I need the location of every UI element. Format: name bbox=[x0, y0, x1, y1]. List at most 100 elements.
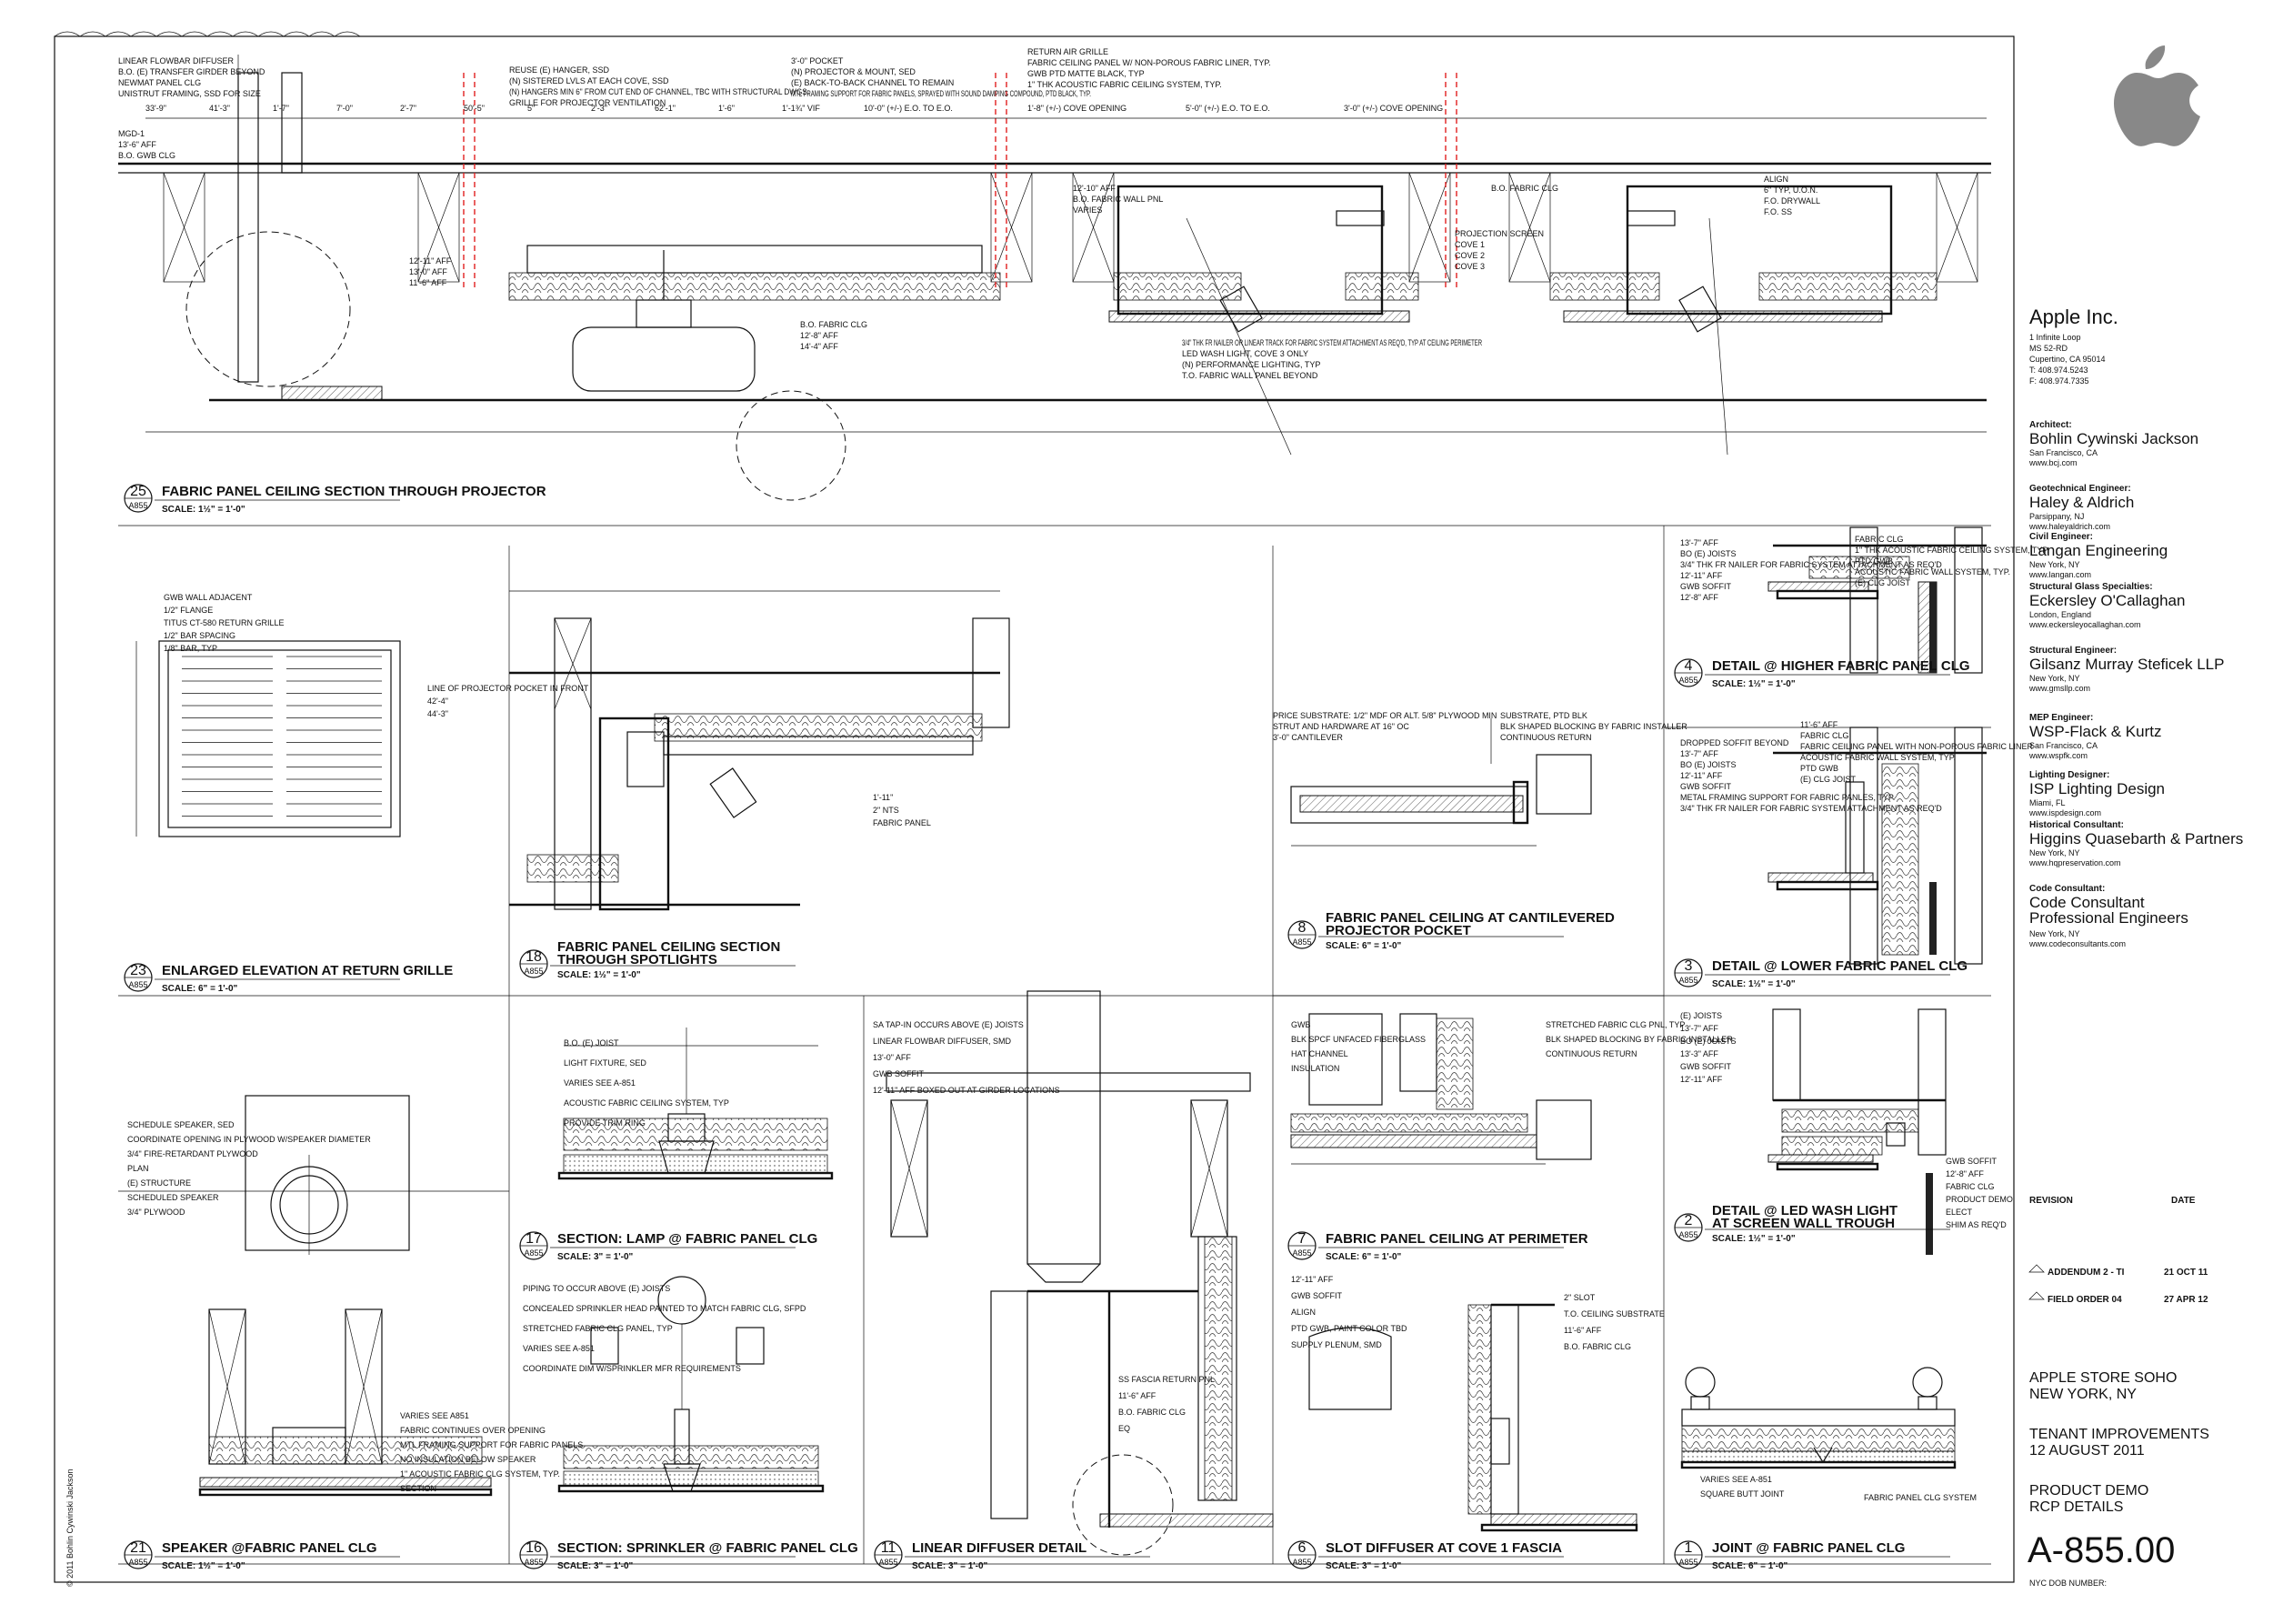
detail-sheet-ref: A855 bbox=[524, 1248, 543, 1258]
detail-title-text: JOINT @ FABRIC PANEL CLG bbox=[1712, 1540, 1905, 1556]
note-label: FABRIC CLG bbox=[1946, 1182, 1995, 1191]
note-label: SUBSTRATE, PTD BLK bbox=[1500, 711, 1587, 720]
dimension-label: 5'-0" (+/-) E.O. TO E.O. bbox=[1186, 104, 1270, 113]
note-label: PTD GWB bbox=[1855, 556, 1893, 566]
detail-sheet-ref: A855 bbox=[1678, 676, 1697, 685]
note-label: 14'-4" AFF bbox=[800, 342, 838, 351]
dimension-label: 7'-0" bbox=[336, 104, 353, 113]
sheet-number: A-855.00 bbox=[2028, 1530, 2175, 1570]
detail-title-text: SECTION: SPRINKLER @ FABRIC PANEL CLG bbox=[557, 1540, 858, 1556]
note-label: BO (E) JOISTS bbox=[1680, 1037, 1737, 1046]
note-label: BLK SHAPED BLOCKING BY FABRIC INSTALLER bbox=[1500, 722, 1687, 731]
detail-title-text-line2: AT SCREEN WALL TROUGH bbox=[1712, 1216, 1895, 1231]
note-label: SCHEDULE SPEAKER, SED bbox=[127, 1120, 235, 1129]
consultant-role: Historical Consultant: bbox=[2029, 820, 2124, 830]
note-label: LINE OF PROJECTOR POCKET IN FRONT bbox=[427, 684, 589, 693]
consultant-info: www.gmsllp.com bbox=[2028, 684, 2090, 693]
consultant-firm: Higgins Quasebarth & Partners bbox=[2029, 830, 2243, 847]
detail-16-drawing bbox=[557, 1276, 825, 1493]
detail-title-text: DETAIL @ HIGHER FABRIC PANEL CLG bbox=[1712, 658, 1970, 674]
note-label: ACOUSTIC FABRIC WALL SYSTEM, TYP. bbox=[1800, 753, 1956, 762]
detail-number: 3 bbox=[1685, 958, 1693, 974]
consultant-firm: ISP Lighting Design bbox=[2029, 780, 2165, 797]
detail-scale: SCALE: 3" = 1'-0" bbox=[1326, 1561, 1402, 1571]
note-label: MTL FRAMING SUPPORT FOR FABRIC PANELS bbox=[400, 1440, 583, 1449]
detail-scale: SCALE: 1½" = 1'-0" bbox=[1712, 979, 1796, 989]
note-label: PRODUCT DEMO bbox=[1946, 1195, 2013, 1204]
note-label: 13'-0" AFF bbox=[409, 267, 447, 276]
dimension-label: 1'-6" bbox=[718, 104, 735, 113]
consultant-firm: Gilsanz Murray Steficek LLP bbox=[2029, 656, 2224, 673]
detail-scale: SCALE: 1½" = 1'-0" bbox=[1712, 679, 1796, 689]
client-address-line: F: 408.974.7335 bbox=[2029, 376, 2089, 386]
note-label: 2" SLOT bbox=[1564, 1293, 1596, 1302]
note-label: 13'-7" AFF bbox=[1680, 538, 1718, 547]
detail-number: 21 bbox=[130, 1540, 146, 1556]
consultant-firm: Haley & Aldrich bbox=[2029, 494, 2134, 511]
note-label: FABRIC CLG bbox=[1855, 535, 1904, 544]
detail-title-text: FABRIC PANEL CEILING SECTION bbox=[557, 939, 780, 955]
consultant-role: MEP Engineer: bbox=[2029, 713, 2093, 723]
consultant-info: San Francisco, CA bbox=[2029, 448, 2098, 457]
note-label: SA TAP-IN OCCURS ABOVE (E) JOISTS bbox=[873, 1020, 1024, 1029]
note-label: 12'-8" AFF bbox=[1946, 1169, 1984, 1178]
note-label: 13'-3" AFF bbox=[1680, 1049, 1718, 1058]
note-label: VARIES SEE A-851 bbox=[1700, 1475, 1772, 1484]
phase-name: TENANT IMPROVEMENTS bbox=[2029, 1427, 2209, 1442]
consultant: Historical Consultant:Higgins Quasebarth… bbox=[2028, 820, 2243, 867]
note-label: 1" THK ACOUSTIC FABRIC CEILING SYSTEM, T… bbox=[1027, 80, 1222, 89]
note-label: BO (E) JOISTS bbox=[1680, 760, 1737, 769]
consultant-role: Geotechnical Engineer: bbox=[2029, 484, 2131, 494]
date-label: DATE bbox=[2171, 1196, 2196, 1206]
note-label: 1'-11" bbox=[873, 793, 893, 802]
note-label: GRILLE FOR PROJECTOR VENTILATION bbox=[509, 98, 666, 107]
note-label: B.O. FABRIC CLG bbox=[1118, 1408, 1186, 1417]
detail-title-text: SLOT DIFFUSER AT COVE 1 FASCIA bbox=[1326, 1540, 1562, 1556]
note-label: VARIES SEE A-851 bbox=[564, 1078, 636, 1088]
note-label: 3'-0" CANTILEVER bbox=[1273, 733, 1343, 742]
note-label: B.O. (E) TRANSFER GIRDER BEYOND bbox=[118, 67, 265, 76]
note-label: GWB SOFFIT bbox=[1946, 1157, 1997, 1166]
note-label: PLAN bbox=[127, 1164, 149, 1173]
note-label: VARIES bbox=[1073, 206, 1102, 215]
client-address-line: T: 408.974.5243 bbox=[2029, 366, 2088, 375]
note-label: T.O. CEILING SUBSTRATE bbox=[1564, 1309, 1665, 1318]
note-label: FABRIC CEILING PANEL WITH NON-POROUS FAB… bbox=[1800, 742, 2034, 751]
note-label: ALIGN bbox=[1291, 1308, 1316, 1317]
note-label: ACOUSTIC FABRIC WALL SYSTEM, TYP. bbox=[1855, 567, 2010, 576]
note-label: PIPING TO OCCUR ABOVE (E) JOISTS bbox=[523, 1284, 670, 1293]
note-label: 11'-6" AFF bbox=[409, 278, 447, 287]
panel-grid bbox=[118, 525, 1991, 1565]
detail-number: 4 bbox=[1685, 658, 1693, 674]
note-label: SECTION bbox=[400, 1484, 436, 1493]
note-label: 11'-6" AFF bbox=[1564, 1326, 1602, 1335]
detail-17-drawing bbox=[557, 1028, 834, 1180]
note-label: MTL FRAMING SUPPORT FOR FABRIC PANELS, S… bbox=[791, 89, 1091, 98]
note-label: NEWMAT PANEL CLG bbox=[118, 78, 201, 87]
note-label: GWB SOFFIT bbox=[1680, 1062, 1731, 1071]
detail-title-text-line2: PROJECTOR POCKET bbox=[1326, 923, 1471, 938]
detail-18-drawing bbox=[509, 590, 1010, 911]
consultant: Geotechnical Engineer:Haley & AldrichPar… bbox=[2028, 484, 2134, 531]
notes-n11: SA TAP-IN OCCURS ABOVE (E) JOISTSLINEAR … bbox=[873, 1020, 1215, 1433]
detail-scale: SCALE: 6" = 1'-0" bbox=[1326, 1252, 1402, 1262]
detail-scale: SCALE: 3" = 1'-0" bbox=[557, 1561, 634, 1571]
dimension-label: 2'-3" bbox=[591, 104, 607, 113]
note-label: EQ bbox=[1118, 1424, 1130, 1433]
project-location: NEW YORK, NY bbox=[2029, 1387, 2137, 1402]
copyright: © 2011 Bohlin Cywinski Jackson bbox=[65, 1469, 75, 1587]
detail-number: 1 bbox=[1685, 1540, 1693, 1556]
note-label: 1/8" BAR, TYP bbox=[164, 644, 217, 653]
